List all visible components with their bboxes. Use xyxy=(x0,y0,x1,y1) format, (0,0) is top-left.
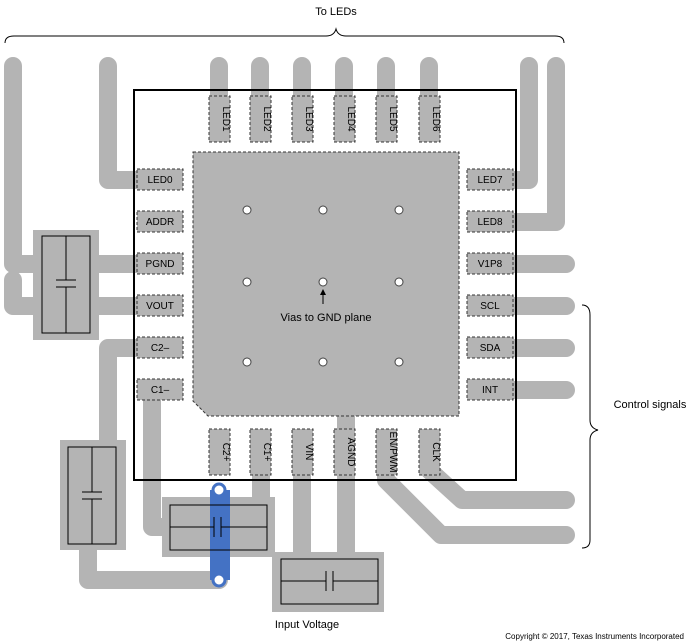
cap-pad-vin xyxy=(272,552,384,612)
via xyxy=(318,205,328,215)
pin-led7: LED7 xyxy=(466,168,514,191)
pin-pgnd: PGND xyxy=(136,252,184,275)
pin-label: LED1 xyxy=(220,106,231,131)
copyright: Copyright © 2017, Texas Instruments Inco… xyxy=(505,632,684,641)
via xyxy=(394,357,404,367)
pin-c1plus: C1+ xyxy=(249,428,272,476)
pin-label: C2– xyxy=(151,343,170,354)
pin-label: V1P8 xyxy=(478,259,503,270)
trace-clk xyxy=(420,431,575,509)
right-brace xyxy=(581,304,599,549)
pin-c2minus: C2– xyxy=(136,336,184,359)
pins-top: LED1 LED2 LED3 LED4 LED5 LED6 xyxy=(208,95,441,143)
pin-label: SDA xyxy=(480,343,501,354)
pin-vin: VIN xyxy=(291,428,314,476)
pin-int: INT xyxy=(466,378,514,401)
trace-c2minus xyxy=(99,339,159,489)
capacitors xyxy=(41,235,379,605)
pin-led6: LED6 xyxy=(418,95,441,143)
pin-scl: SCL xyxy=(466,294,514,317)
pin-label: C1+ xyxy=(261,443,272,462)
pin-led0: LED0 xyxy=(136,168,184,191)
trace-pgnd xyxy=(4,57,159,273)
pin-label: LED2 xyxy=(261,106,272,131)
trace-led7 xyxy=(479,57,538,189)
via xyxy=(394,277,404,287)
vias-label: Vias to GND plane xyxy=(281,312,372,324)
pin-led5: LED5 xyxy=(375,95,398,143)
pin-label: LED8 xyxy=(477,217,502,228)
via xyxy=(318,357,328,367)
via xyxy=(394,205,404,215)
pins-left: LED0 ADDR PGND VOUT C2– C1– xyxy=(136,168,184,401)
pin-c2plus: C2+ xyxy=(208,428,231,476)
pin-vout: VOUT xyxy=(136,294,184,317)
pin-sda: SDA xyxy=(466,336,514,359)
highlight-trace xyxy=(210,482,230,588)
top-brace xyxy=(4,27,565,44)
pin-label: AGND xyxy=(345,438,356,467)
pin-led8: LED8 xyxy=(466,210,514,233)
pin-enpwm: EN/PWM xyxy=(375,428,398,476)
pins-right: LED7 LED8 V1P8 SCL SDA INT xyxy=(466,168,514,401)
vias-arrow xyxy=(320,289,326,304)
pin-addr: ADDR xyxy=(136,210,184,233)
pin-label: ADDR xyxy=(146,217,174,228)
pin-label: C1– xyxy=(151,385,170,396)
vias xyxy=(242,205,404,367)
pin-label: EN/PWM xyxy=(387,431,398,472)
pin-label: PGND xyxy=(146,259,175,270)
pin-clk: CLK xyxy=(418,428,441,476)
pin-label: C2+ xyxy=(220,443,231,462)
pin-label: LED3 xyxy=(303,106,314,131)
pin-v1p8: V1P8 xyxy=(466,252,514,275)
pin-agnd: AGND xyxy=(333,428,356,476)
pin-label: LED6 xyxy=(430,106,441,131)
pin-label: INT xyxy=(482,385,498,396)
ic-package-outline xyxy=(133,89,517,481)
via xyxy=(318,277,328,287)
pin-label: CLK xyxy=(430,442,441,462)
pins-bottom: C2+ C1+ VIN AGND EN/PWM CLK xyxy=(208,428,441,476)
pin-led1: LED1 xyxy=(208,95,231,143)
cap-pad-c2 xyxy=(60,440,126,550)
pin-label: SCL xyxy=(480,301,500,312)
pin-led2: LED2 xyxy=(249,95,272,143)
control-label: Control signals xyxy=(614,399,687,411)
pin-label: LED5 xyxy=(387,106,398,131)
pin-label: LED0 xyxy=(147,175,172,186)
via xyxy=(242,277,252,287)
via-c2plus-top xyxy=(211,482,227,498)
pin-label: LED7 xyxy=(477,175,502,186)
trace-led0 xyxy=(99,57,159,189)
via xyxy=(242,205,252,215)
pin-label: VIN xyxy=(303,444,314,461)
input-label: Input Voltage xyxy=(275,619,339,631)
pin-label: VOUT xyxy=(146,301,174,312)
top-label: To LEDs xyxy=(315,6,357,18)
pin-led4: LED4 xyxy=(333,95,356,143)
trace-vout xyxy=(4,271,159,315)
pin-led3: LED3 xyxy=(291,95,314,143)
via-c2plus-bottom xyxy=(211,572,227,588)
trace-c2plus-blue xyxy=(210,490,230,580)
pin-label: LED4 xyxy=(345,106,356,131)
via xyxy=(242,357,252,367)
pin-c1minus: C1– xyxy=(136,378,184,401)
